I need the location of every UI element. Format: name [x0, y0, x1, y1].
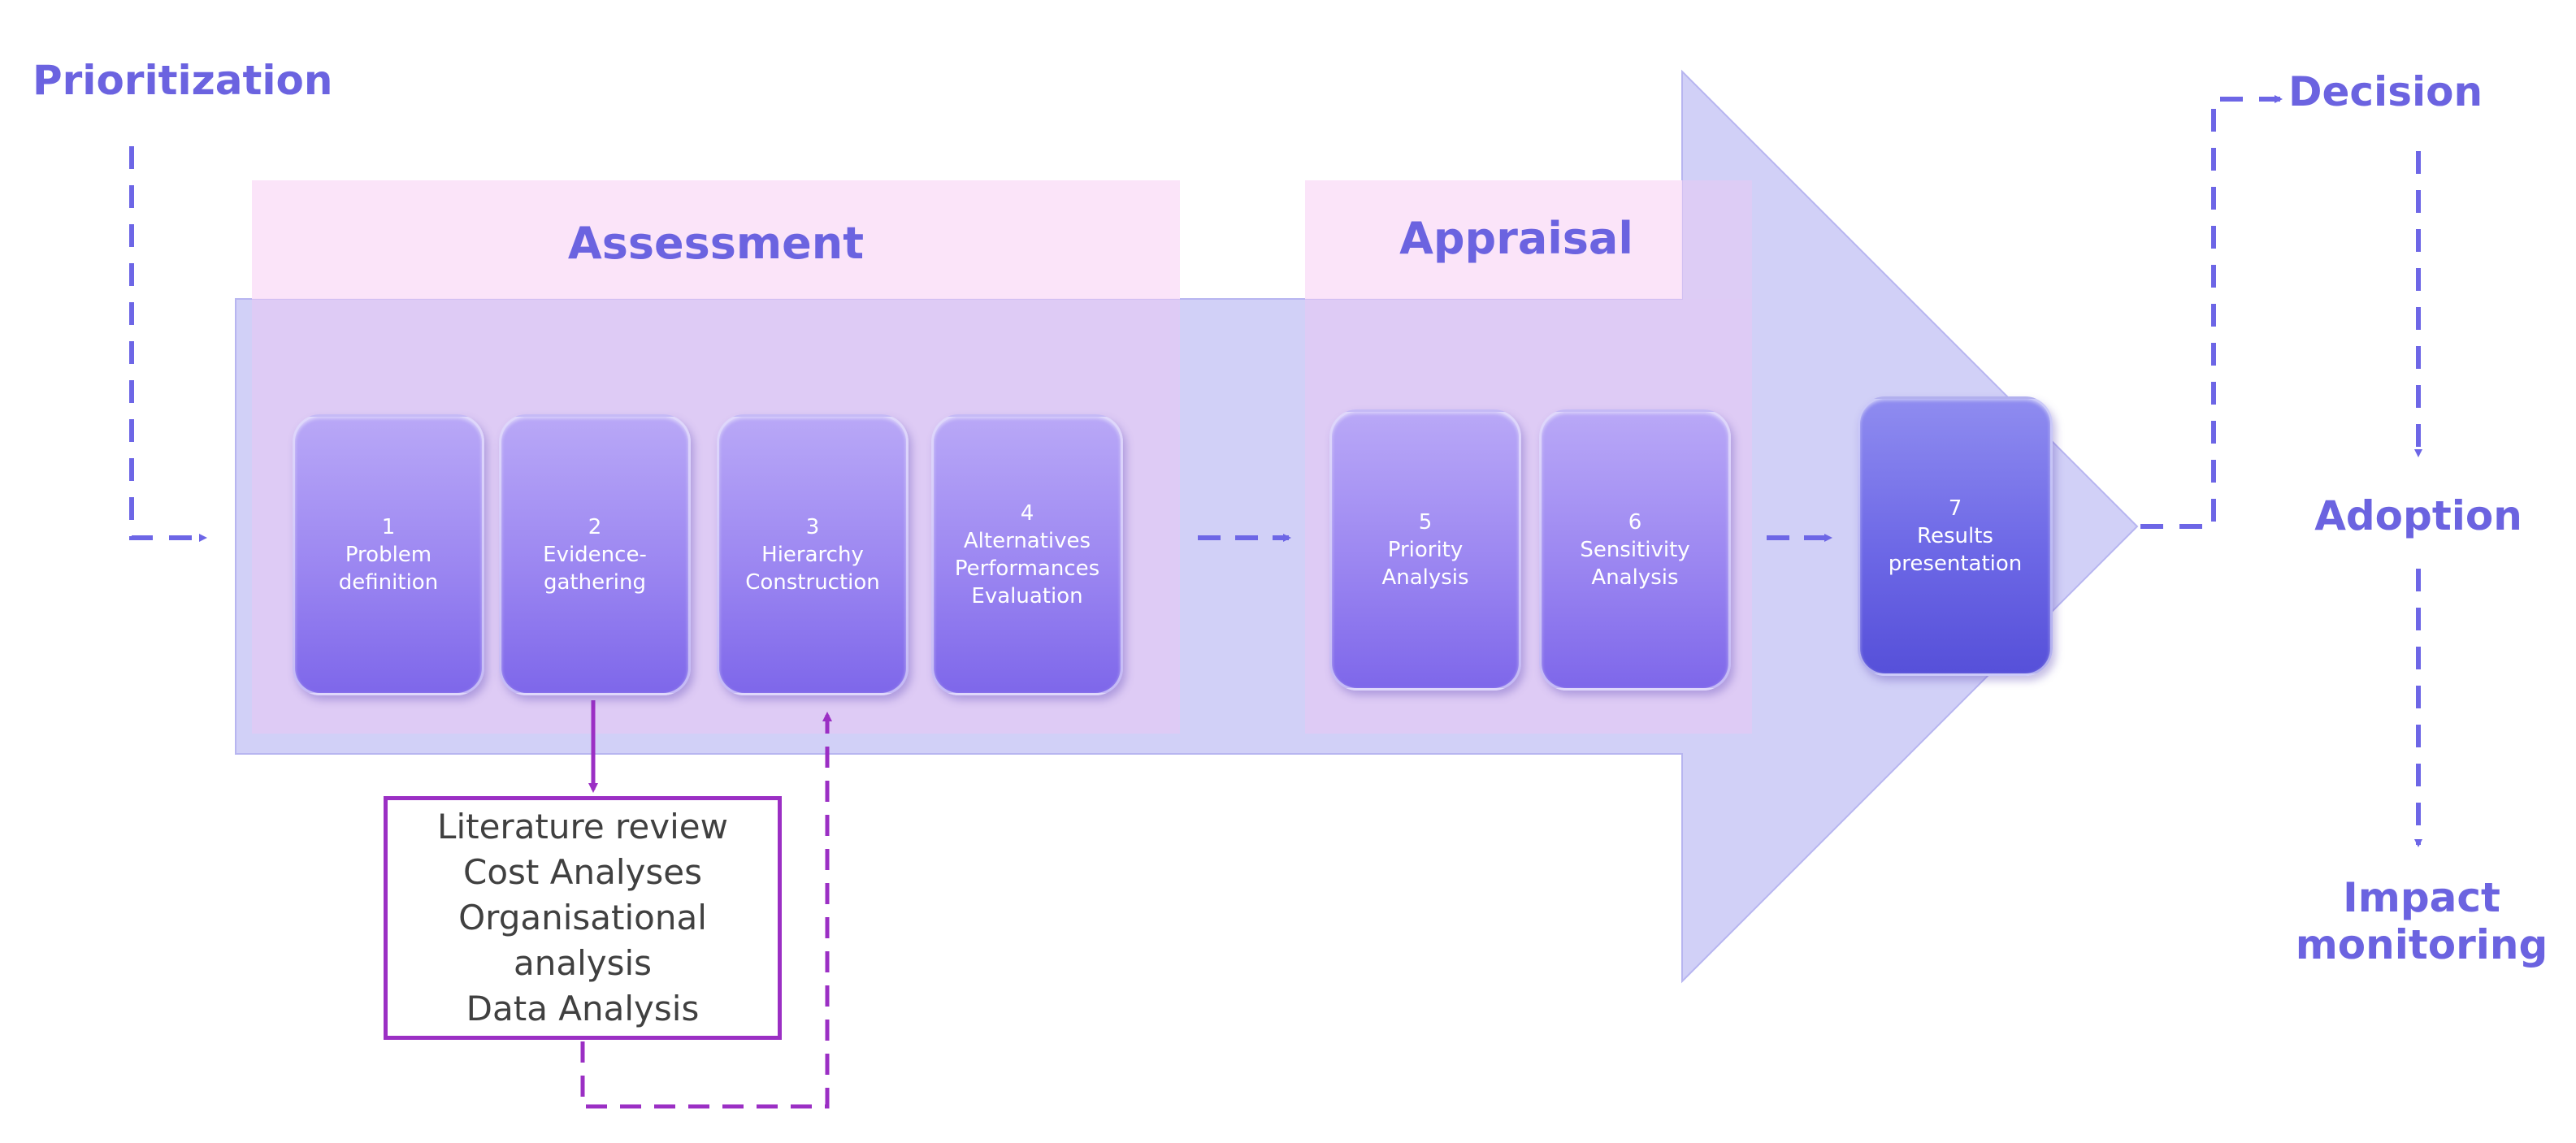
step-number: 4 [1020, 501, 1034, 526]
step-number: 5 [1418, 510, 1433, 535]
appraisal-header-overlap [1682, 180, 1752, 299]
step-hierarchy-construction: 3 Hierarchy Construction [717, 414, 909, 695]
prioritization-label: Prioritization [33, 57, 333, 104]
step-number: 3 [805, 515, 820, 539]
method-item: analysis [513, 943, 653, 983]
step-results-presentation: 7 Results presentation [1858, 396, 2053, 676]
step-sensitivity-analysis: 6 Sensitivity Analysis [1539, 409, 1731, 691]
step-label: Priority Analysis [1381, 538, 1469, 590]
step-label: Problem definition [338, 543, 439, 595]
step-number: 7 [1948, 496, 1962, 521]
method-item: Data Analysis [466, 989, 700, 1028]
decision-connector [2140, 95, 2283, 529]
step-priority-analysis: 5 Priority Analysis [1329, 409, 1521, 691]
step-label: Results presentation [1888, 524, 2023, 576]
step-number: 2 [588, 515, 602, 539]
decision-label: Decision [2288, 68, 2483, 115]
step-label: Alternatives Performances Evaluation [954, 529, 1100, 608]
evidence-methods-box: Literature review Cost Analyses Organisa… [384, 796, 782, 1040]
method-item: Organisational [458, 898, 707, 937]
step-number: 1 [381, 515, 396, 539]
appraisal-header-band [1305, 180, 1682, 299]
step-alternatives-evaluation: 4 Alternatives Performances Evaluation [931, 414, 1123, 695]
prioritization-connector [129, 146, 207, 542]
step-evidence-gathering: 2 Evidence- gathering [499, 414, 691, 695]
method-item: Cost Analyses [463, 852, 702, 892]
method-item: Literature review [437, 807, 728, 846]
methods-to-hierarchy-connector [580, 712, 832, 1109]
step-problem-definition: 1 Problem definition [293, 414, 484, 695]
step-number: 6 [1628, 510, 1642, 535]
impact-monitoring-label: Impact monitoring [2295, 874, 2548, 968]
adoption-label: Adoption [2314, 492, 2522, 539]
step-label: Evidence- gathering [543, 543, 647, 595]
assessment-phase-label: Assessment [567, 218, 865, 269]
assessment-header-band [252, 180, 1180, 299]
step-label: Sensitivity Analysis [1580, 538, 1690, 590]
step-label: Hierarchy Construction [745, 543, 880, 595]
appraisal-phase-label: Appraisal [1399, 213, 1633, 264]
